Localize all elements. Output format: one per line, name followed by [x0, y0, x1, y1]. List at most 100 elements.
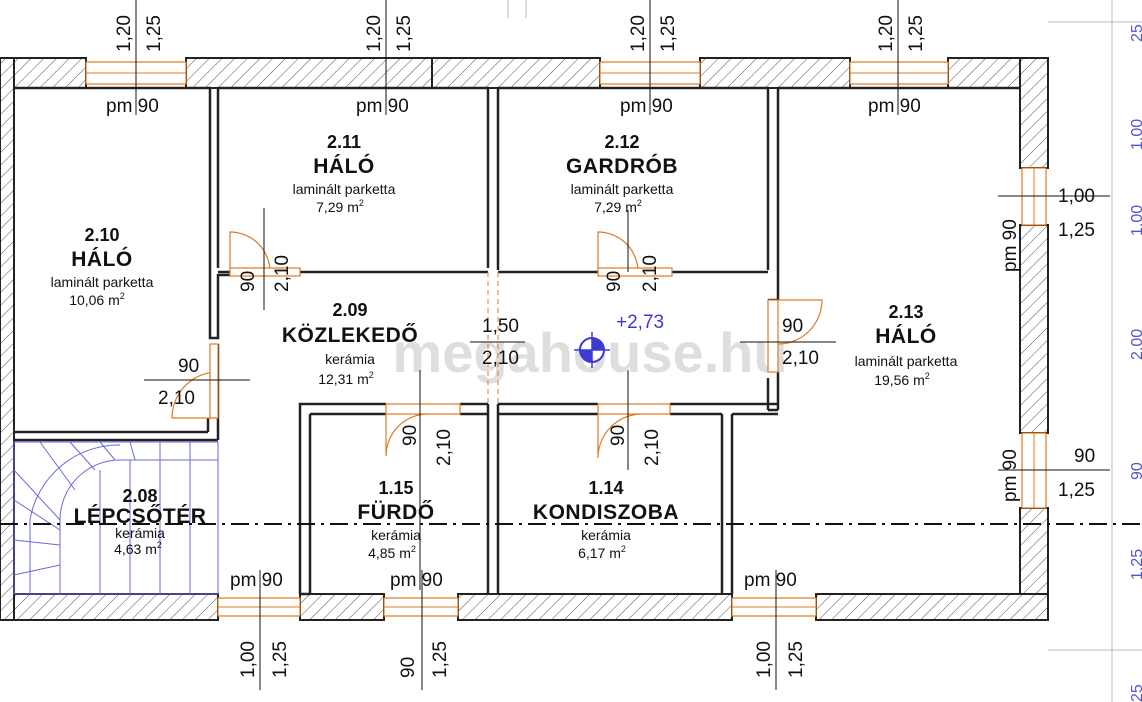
door-height-label: 2,10	[642, 429, 663, 466]
window-parapet-label: pm 90	[620, 96, 673, 117]
left-wall	[0, 57, 15, 621]
room-name: KONDISZOBA	[533, 501, 679, 524]
right-wall-mid	[1019, 224, 1049, 434]
level-label: +2,73	[616, 312, 664, 333]
room-number: 2.09	[332, 300, 367, 320]
room-number: 2.08	[122, 486, 157, 506]
room-number: 2.13	[888, 302, 923, 322]
room-name: HÁLÓ	[71, 247, 133, 271]
room-area: 10,06 m2	[69, 291, 125, 308]
opening-height-label: 2,10	[482, 348, 519, 369]
room-floor: kerámia	[115, 525, 165, 541]
door-height-label: 2,10	[272, 255, 293, 292]
window-width-label: 1,00	[238, 641, 259, 678]
room-labels: 2.10 HÁLÓ laminált parketta 10,06 m2 2.1…	[51, 132, 958, 561]
dimension-lines	[135, 0, 1110, 690]
window-parapet-label: pm 90	[390, 570, 443, 591]
room-number: 2.11	[327, 132, 361, 152]
room-area: 4,85 m2	[368, 544, 416, 561]
room-floor: laminált parketta	[293, 181, 396, 197]
window-width-label: 1,00	[754, 641, 775, 678]
bottom-window-labels: pm 90 1,00 1,25 pm 90 90 1,25 pm 90 1,00…	[230, 570, 807, 678]
window-width-label: 90	[398, 657, 419, 678]
room-name: KÖZLEKEDŐ	[282, 324, 418, 347]
edge-mark-6: 1,25	[1129, 549, 1142, 580]
corridor-opening	[487, 272, 499, 404]
door-width-label: 90	[604, 271, 625, 292]
top-wall-4	[431, 57, 601, 89]
opening-width-label: 1,50	[482, 316, 519, 337]
top-wall-2	[185, 57, 433, 89]
window-parapet-label: pm 90	[868, 96, 921, 117]
window-width-label: 1,20	[628, 15, 649, 52]
window-width-label: 1,20	[876, 15, 897, 52]
room-number: 1.14	[588, 478, 623, 498]
room-floor: laminált parketta	[571, 181, 674, 197]
room-floor: laminált parketta	[51, 274, 154, 290]
room-name: LÉPCSŐTÉR	[74, 505, 207, 528]
room-floor: kerámia	[325, 351, 375, 367]
room-area: 4,63 m2	[114, 540, 162, 557]
room-floor: kerámia	[581, 527, 631, 543]
door-height-label: 2,10	[640, 255, 661, 292]
window-parapet-label: pm 90	[356, 96, 409, 117]
bottom-wall-left	[0, 593, 219, 621]
window-width-label: 90	[1074, 446, 1095, 467]
room-area: 7,29 m2	[316, 198, 364, 215]
window-height-label: 1,25	[270, 641, 291, 678]
bottom-wall-right	[815, 593, 1049, 621]
bottom-windows	[217, 597, 817, 617]
door-width-label: 90	[782, 316, 803, 337]
window-height-label: 1,25	[430, 641, 451, 678]
edge-dimension-labels: 25 1,00 1,00 2,00 90 1,25 25	[1129, 24, 1142, 702]
window-height-label: 1,25	[394, 15, 415, 52]
window-parapet-label: pm 90	[1000, 449, 1021, 502]
room-number: 2.12	[604, 132, 639, 152]
window-height-label: 1,25	[906, 15, 927, 52]
door-labels: 90 2,10 90 2,10 90 2,10 90 2,10 90 2,10 …	[158, 255, 819, 466]
window-height-label: 1,25	[1058, 220, 1095, 241]
door-height-label: 2,10	[434, 429, 455, 466]
room-floor: kerámia	[371, 527, 421, 543]
level-marker: +2,73	[574, 312, 664, 368]
room-name: GARDRÓB	[566, 154, 678, 178]
room-area: 7,29 m2	[594, 198, 642, 215]
window-height-label: 1,25	[786, 641, 807, 678]
bottom-wall-3	[457, 593, 733, 621]
window-parapet-label: pm 90	[106, 96, 159, 117]
window-width-label: 1,20	[114, 15, 135, 52]
room-area: 19,56 m2	[874, 371, 930, 388]
right-wall-top	[1019, 57, 1049, 169]
door-width-label: 90	[178, 356, 199, 377]
doors	[171, 231, 823, 459]
window-parapet-label: pm 90	[744, 570, 797, 591]
door-width-label: 90	[608, 425, 629, 446]
edge-mark-1: 25	[1129, 24, 1142, 42]
window-parapet-label: pm 90	[1000, 219, 1021, 272]
room-name: HÁLÓ	[313, 154, 375, 178]
edge-mark-3: 1,00	[1129, 205, 1142, 236]
top-wall-5	[699, 57, 851, 89]
room-number: 2.10	[84, 225, 119, 245]
window-height-label: 1,25	[658, 15, 679, 52]
edge-mark-2: 1,00	[1129, 119, 1142, 150]
room-number: 1.15	[378, 478, 413, 498]
top-window-labels: 1,20 1,25 pm 90 1,20 1,25 pm 90 1,20 1,2…	[106, 15, 927, 117]
edge-mark-4: 2,00	[1129, 329, 1142, 360]
door-height-label: 2,10	[782, 348, 819, 369]
edge-mark-5: 90	[1129, 462, 1142, 480]
room-area: 6,17 m2	[578, 544, 626, 561]
door-width-label: 90	[400, 425, 421, 446]
edge-mark-7: 25	[1129, 684, 1142, 702]
room-name: FÜRDŐ	[357, 501, 434, 524]
staircase	[13, 441, 219, 595]
room-name: HÁLÓ	[875, 324, 937, 348]
right-window-labels: pm 90 1,00 1,25 pm 90 90 1,25	[1000, 186, 1095, 502]
room-area: 12,31 m2	[318, 370, 374, 387]
window-width-label: 1,20	[364, 15, 385, 52]
window-height-label: 1,25	[1058, 480, 1095, 501]
window-width-label: 1,00	[1058, 186, 1095, 207]
door-height-label: 2,10	[158, 388, 195, 409]
door-width-label: 90	[238, 271, 259, 292]
